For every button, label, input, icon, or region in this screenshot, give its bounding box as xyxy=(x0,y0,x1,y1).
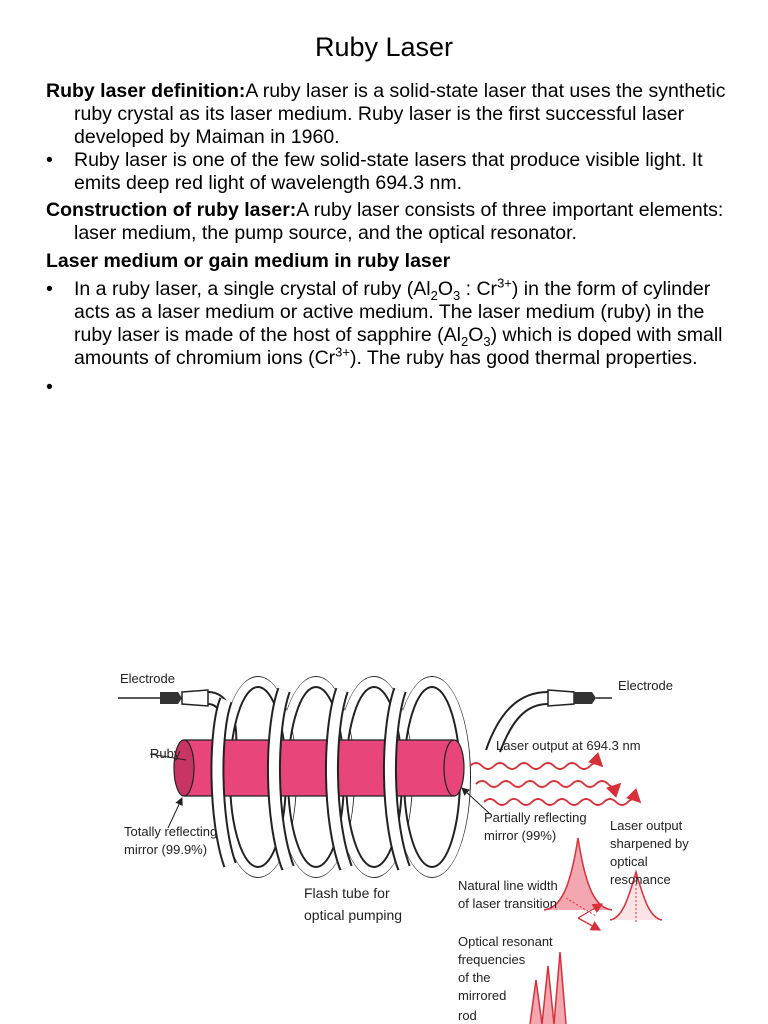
sharpened-label-1: Laser output xyxy=(610,818,683,833)
bullet-icon: • xyxy=(46,149,53,171)
electrode-left-label: Electrode xyxy=(120,671,175,686)
ruby-laser-diagram: Electrode Electrode Ruby Laser output at… xyxy=(118,671,689,1024)
sharpened-label-2: sharpened by xyxy=(610,836,689,851)
total-mirror-label-2: mirror (99.9%) xyxy=(124,842,207,857)
resonant-label-1: Optical resonant xyxy=(458,934,553,949)
construction-text: A ruby laser consists of three important… xyxy=(74,199,724,244)
sharpened-label-3: optical xyxy=(610,854,648,869)
laser-output-waves xyxy=(469,752,642,806)
medium-heading: Laser medium or gain medium in ruby lase… xyxy=(46,250,451,272)
resonant-label-2: frequencies xyxy=(458,952,526,967)
list-item: • In a ruby laser, a single crystal of ru… xyxy=(46,275,736,370)
superscript: 3+ xyxy=(497,275,512,291)
subscript: 2 xyxy=(430,287,438,303)
resonant-label-4: mirrored xyxy=(458,988,506,1003)
medium-text: : Cr xyxy=(460,278,498,300)
electrode-left-icon xyxy=(118,689,209,707)
partial-mirror-label-1: Partially reflecting xyxy=(484,810,587,825)
resonant-label-5: rod xyxy=(458,1008,477,1023)
medium-text: ) which is doped with small amounts of c… xyxy=(74,324,723,369)
medium-text: O xyxy=(468,324,484,346)
medium-text: O xyxy=(437,278,453,300)
medium-text: ). The ruby has good thermal properties. xyxy=(350,347,698,369)
visible-light-text: Ruby laser is one of the few solid-state… xyxy=(74,149,703,194)
resonant-label-3: of the xyxy=(458,970,491,985)
natural-width-label-1: Natural line width xyxy=(458,878,558,893)
definition-paragraph: Ruby laser definition:A ruby laser is a … xyxy=(46,80,736,149)
page-title: Ruby Laser xyxy=(314,32,454,62)
subscript: 3 xyxy=(483,333,491,349)
flash-tube-label-2: optical pumping xyxy=(304,907,402,923)
construction-paragraph: Construction of ruby laser:A ruby laser … xyxy=(46,199,736,245)
flash-tube-lead-right xyxy=(485,691,549,751)
definition-heading: Ruby laser definition: xyxy=(46,80,246,102)
partial-mirror-label-2: mirror (99%) xyxy=(484,828,556,843)
subscript: 3 xyxy=(452,287,461,303)
flash-tube-coil-front xyxy=(210,687,411,871)
sharpened-output-curve xyxy=(609,869,663,924)
medium-text: In a ruby laser, a single crystal of rub… xyxy=(74,278,431,300)
ruby-rod xyxy=(173,739,465,797)
resonant-frequencies-curve xyxy=(529,951,567,1024)
empty-list-item: • xyxy=(46,376,736,399)
laser-output-label: Laser output at 694.3 nm xyxy=(496,738,641,753)
bullet-icon: • xyxy=(46,278,53,300)
natural-width-label-2: of laser transition xyxy=(458,896,557,911)
sharpened-label-4: resonance xyxy=(610,872,671,887)
definition-text: A ruby laser is a solid-state laser that… xyxy=(74,80,726,148)
ruby-label: Ruby xyxy=(150,746,181,761)
electrode-right-icon xyxy=(547,689,612,707)
superscript: 3+ xyxy=(335,344,350,360)
body-text: Ruby laser definition:A ruby laser is a … xyxy=(46,80,736,399)
subscript: 2 xyxy=(460,333,469,349)
construction-heading: Construction of ruby laser: xyxy=(46,199,297,221)
bullet-icon: • xyxy=(46,376,53,398)
list-item: • Ruby laser is one of the few solid-stat… xyxy=(46,149,736,195)
medium-text: ) in the form of cylinder acts as a lase… xyxy=(74,278,711,346)
total-mirror-label-1: Totally reflecting xyxy=(124,824,217,839)
electrode-right-label: Electrode xyxy=(618,678,673,693)
flash-tube-label-1: Flash tube for xyxy=(304,885,390,901)
